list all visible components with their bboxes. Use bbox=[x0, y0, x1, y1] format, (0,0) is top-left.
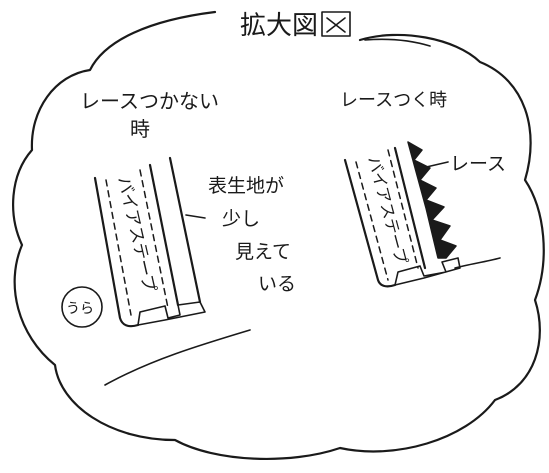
left-fabric-edge-outer bbox=[93, 176, 140, 328]
left-fabric-edge-tape bbox=[148, 163, 180, 307]
left-stitch-line-b bbox=[139, 169, 169, 309]
left-ground-stroke bbox=[104, 329, 251, 386]
left-fabric-edge-right bbox=[168, 156, 202, 304]
left-note-line1: 表生地が bbox=[208, 175, 284, 197]
left-note-pointer bbox=[185, 214, 206, 219]
back-side-label: うら bbox=[66, 301, 94, 317]
left-fold-end bbox=[137, 301, 206, 326]
cloud-outline bbox=[12, 10, 545, 461]
left-heading-line2: 時 bbox=[130, 117, 150, 141]
left-note-line3: 見えて bbox=[235, 241, 291, 263]
right-heading: レースつく時 bbox=[340, 90, 447, 111]
left-stitch-line-a bbox=[105, 179, 132, 316]
title-stroke bbox=[364, 38, 431, 47]
lace-label: レース bbox=[450, 153, 506, 175]
right-stitch-line-b bbox=[387, 149, 419, 269]
right-tape-label: バイアステープ bbox=[364, 154, 411, 266]
lace-pointer bbox=[421, 161, 449, 169]
back-side-circle bbox=[61, 286, 103, 328]
lace-zigzag bbox=[407, 141, 457, 259]
right-ground-stroke bbox=[454, 257, 501, 269]
left-note-line4: いる bbox=[258, 273, 296, 295]
left-heading-line1: レースつかない bbox=[80, 89, 219, 113]
zoom-box-icon bbox=[321, 11, 351, 37]
right-stitch-line-a bbox=[355, 161, 389, 281]
right-fabric-edge-inner bbox=[393, 146, 427, 270]
right-fold-end bbox=[394, 257, 461, 286]
right-fabric-edge-outer bbox=[343, 158, 397, 288]
left-tape-label: バイアステープ bbox=[113, 175, 159, 294]
left-note-line2: 少し bbox=[222, 208, 260, 230]
diagram-title: 拡大図 bbox=[240, 11, 318, 41]
